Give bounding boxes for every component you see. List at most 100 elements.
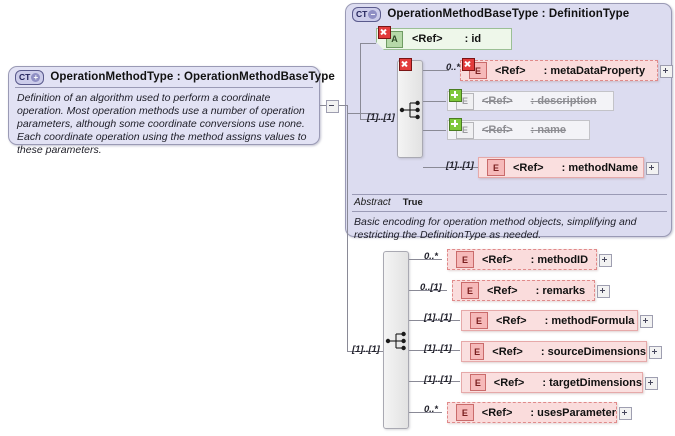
attribute-ref-id: <Ref> — [412, 33, 443, 45]
divider-left-box — [15, 87, 313, 88]
complex-type-title-left: OperationMethodType : OperationMethodBas… — [50, 71, 335, 83]
complex-type-annotation-right: Basic encoding for operation method obje… — [354, 216, 637, 241]
connector-seqb-to-methodformula — [409, 320, 460, 321]
connector-seqb-to-methodid — [409, 259, 442, 260]
element-separator-usesparameter: : — [530, 406, 535, 419]
connector-branch-vertical-down — [347, 105, 348, 351]
element-separator-methodid: : — [530, 253, 535, 266]
connector-seqb-to-remarks — [409, 290, 447, 291]
connector-to-right-type — [347, 113, 377, 114]
element-row-sourcedimensions[interactable]: E <Ref>: sourceDimensions — [461, 341, 647, 362]
complextype-collapse-icon[interactable]: CT+ — [15, 69, 45, 85]
sequence-icon — [385, 331, 406, 351]
cardinality-usesparameter: 0..* — [424, 404, 438, 415]
connector-attribute-trunk — [360, 43, 361, 119]
divider-abstract-top — [352, 194, 667, 195]
element-row-methodformula[interactable]: E <Ref>: methodFormula — [461, 310, 638, 331]
attribute-separator-id: : — [464, 33, 469, 45]
added-plus-icon-name — [449, 118, 462, 131]
element-name-metadataproperty: metaDataProperty — [550, 64, 646, 77]
expander-methodname[interactable] — [646, 162, 659, 175]
cardinality-methodname: [1]..[1] — [446, 160, 474, 171]
element-row-name[interactable]: E <Ref>: name — [447, 120, 590, 140]
expander-remarks[interactable] — [597, 285, 610, 298]
expander-targetdimensions[interactable] — [645, 377, 658, 390]
cardinality-methodformula: [1]..[1] — [424, 312, 452, 323]
connector-leftbox-to-expander — [320, 105, 326, 106]
element-ref-metadataproperty: <Ref> — [495, 64, 526, 77]
element-separator-description: : — [530, 95, 535, 107]
element-ref-remarks: <Ref> — [487, 284, 518, 297]
expander-methodformula[interactable] — [640, 315, 653, 328]
element-icon-methodformula: E — [470, 312, 488, 329]
element-icon-usesparameter: E — [456, 404, 474, 421]
element-row-targetdimensions[interactable]: E <Ref>: targetDimensions — [461, 372, 643, 393]
element-icon-targetdimensions: E — [470, 374, 486, 391]
element-separator-remarks: : — [535, 284, 540, 297]
element-ref-targetdimensions: <Ref> — [493, 376, 525, 389]
attribute-label-id: <Ref>: id — [412, 33, 481, 45]
abstract-row: Abstract True — [346, 196, 675, 209]
connector-seq-to-name — [423, 130, 446, 131]
connector-seqb-to-targetdimensions — [409, 381, 460, 382]
expander-methodid[interactable] — [599, 254, 612, 267]
expander-left-box[interactable] — [326, 100, 339, 113]
element-separator-methodname: : — [561, 161, 566, 174]
element-ref-sourcedimensions: <Ref> — [492, 345, 523, 358]
expander-metadataproperty[interactable] — [660, 65, 673, 78]
element-separator-targetdimensions: : — [542, 376, 547, 389]
element-row-description[interactable]: E <Ref>: description — [447, 91, 614, 111]
required-x-icon-attribute-id — [378, 26, 391, 39]
connector-seqb-to-usesparameter — [409, 412, 442, 413]
element-row-remarks[interactable]: E <Ref>: remarks — [452, 280, 595, 301]
element-row-metadataproperty[interactable]: E <Ref>: metaDataProperty — [460, 60, 658, 81]
sequence-compositor-inner[interactable] — [397, 60, 423, 158]
complex-type-header-right: CT− OperationMethodBaseType : Definition… — [346, 4, 671, 24]
connector-seqb-to-sourcedimensions — [409, 350, 460, 351]
element-name-name: name — [537, 124, 567, 136]
element-ref-methodname: <Ref> — [513, 161, 544, 174]
cardinality-sequence-bottom: [1]..[1] — [352, 344, 380, 355]
element-name-methodformula: methodFormula — [551, 314, 635, 327]
complextype-expand-icon[interactable]: CT− — [352, 6, 382, 22]
complex-type-box-operationmethodtype[interactable]: CT+ OperationMethodType : OperationMetho… — [8, 66, 335, 156]
element-separator-metadataproperty: : — [543, 64, 548, 77]
element-icon-remarks: E — [461, 282, 479, 299]
element-name-remarks: remarks — [542, 284, 586, 297]
cardinality-targetdimensions: [1]..[1] — [424, 374, 452, 385]
element-ref-methodid: <Ref> — [482, 253, 513, 266]
required-x-icon-metadataproperty — [462, 58, 475, 71]
element-icon-methodname: E — [487, 159, 505, 176]
expander-usesparameter[interactable] — [619, 407, 632, 420]
abstract-label: Abstract — [354, 197, 391, 208]
connector-seq-to-methodname — [423, 167, 478, 168]
complex-type-title-right: OperationMethodBaseType : DefinitionType — [387, 8, 630, 20]
connector-seq-to-description — [423, 101, 446, 102]
connector-attribute-to-id — [360, 43, 376, 44]
required-x-icon-sequence-inner — [399, 58, 412, 71]
sequence-compositor-bottom[interactable] — [383, 251, 409, 429]
element-icon-methodid: E — [456, 251, 474, 268]
element-row-methodid[interactable]: E <Ref>: methodID — [447, 249, 597, 270]
connector-trunk-to-sequence — [360, 119, 389, 120]
cardinality-sequence-inner: [1]..[1] — [367, 112, 395, 123]
element-separator-sourcedimensions: : — [540, 345, 545, 358]
added-plus-icon-description — [449, 89, 462, 102]
element-ref-description: <Ref> — [482, 95, 513, 107]
divider-annotation-top — [352, 211, 667, 212]
element-name-methodname: methodName — [568, 161, 638, 174]
element-row-usesparameter[interactable]: E <Ref>: usesParameter — [447, 402, 617, 423]
cardinality-methodid: 0..* — [424, 251, 438, 262]
complex-type-annotation-left: Definition of an algorithm used to perfo… — [17, 92, 307, 156]
sequence-icon — [399, 100, 420, 120]
expander-sourcedimensions[interactable] — [649, 346, 662, 359]
attribute-row-id[interactable]: A <Ref>: id — [376, 28, 512, 50]
element-name-methodid: methodID — [537, 253, 589, 266]
element-row-methodname[interactable]: E <Ref>: methodName — [478, 157, 644, 178]
connector-expander-out — [337, 105, 347, 106]
cardinality-sourcedimensions: [1]..[1] — [424, 343, 452, 354]
element-separator-methodformula: : — [544, 314, 549, 327]
cardinality-remarks: 0..[1] — [420, 282, 442, 293]
element-ref-name: <Ref> — [482, 124, 513, 136]
